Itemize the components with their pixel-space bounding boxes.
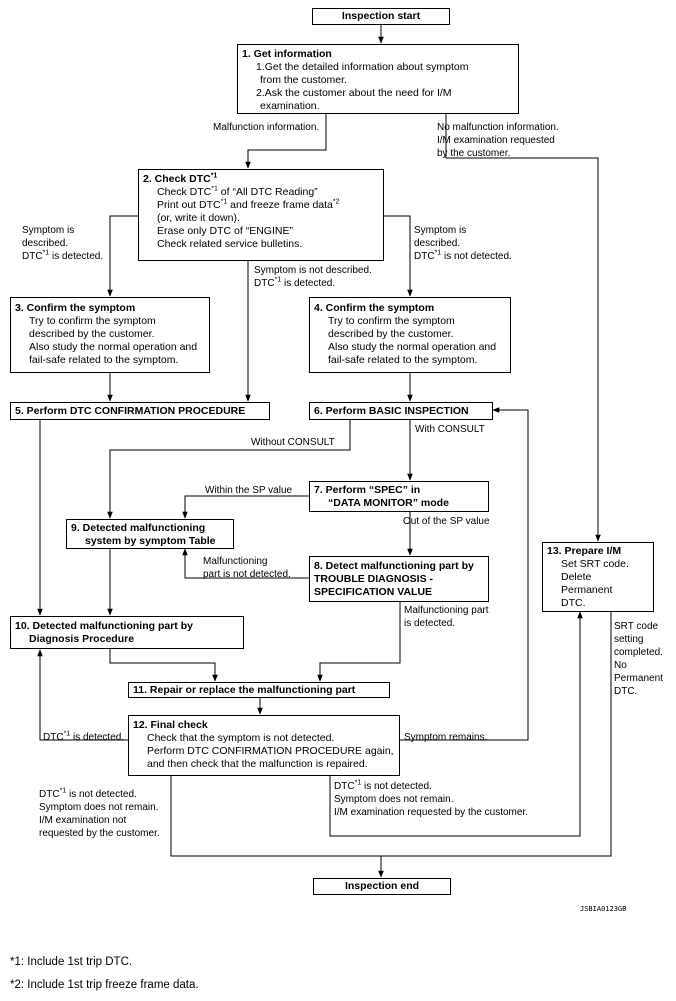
step6-title: 6. Perform BASIC INSPECTION xyxy=(314,405,469,417)
arrow-2-to-3 xyxy=(107,215,138,297)
step2-title: 2. Check DTC*1 xyxy=(143,172,218,186)
step13-box: 13. Prepare I/M Set SRT code. Delete Per… xyxy=(542,542,654,612)
step8-line1: 8. Detect malfunctioning part by xyxy=(314,560,474,572)
step1-box: 1. Get information 1.Get the detailed in… xyxy=(237,44,519,114)
step5-title: 5. Perform DTC CONFIRMATION PROCEDURE xyxy=(15,405,246,417)
step13-line2: Delete xyxy=(561,571,592,583)
label-symptom-described-right: Symptom is described. DTC*1 is not detec… xyxy=(414,225,512,262)
inspection-start-box: Inspection start xyxy=(312,8,450,25)
label-without-consult: Without CONSULT xyxy=(251,437,335,448)
arrow-1-to-2 xyxy=(245,114,327,169)
label-malf-not-detected: Malfunctioning part is not detected. xyxy=(203,556,291,580)
step1-line2: from the customer. xyxy=(260,74,347,86)
step3-line2: described by the customer. xyxy=(29,328,155,340)
arrow-13-to-end xyxy=(381,612,612,857)
step13-line1: Set SRT code. xyxy=(561,558,629,570)
step3-title: 3. Confirm the symptom xyxy=(15,302,136,314)
label-symptom-not-described: Symptom is not described. DTC*1 is detec… xyxy=(254,265,372,289)
step2-line5: Check related service bulletins. xyxy=(157,238,303,250)
step12-line3: and then check that the malfunction is r… xyxy=(147,758,368,770)
step9-box: 9. Detected malfunctioning system by sym… xyxy=(66,519,234,549)
step7-line1: 7. Perform “SPEC” in xyxy=(314,484,421,496)
step5-box: 5. Perform DTC CONFIRMATION PROCEDURE xyxy=(10,402,270,420)
step4-title: 4. Confirm the symptom xyxy=(314,302,435,314)
label-srt-completed: SRT code setting completed. No Permanent… xyxy=(614,621,663,697)
step12-line2: Perform DTC CONFIRMATION PROCEDURE again… xyxy=(147,745,394,757)
label-symptom-described-left: Symptom is described. DTC*1 is detected. xyxy=(22,225,104,262)
step6-box: 6. Perform BASIC INSPECTION xyxy=(309,402,493,420)
arrow-7-to-9 xyxy=(182,495,309,519)
step8-line3: SPECIFICATION VALUE xyxy=(314,586,433,598)
label-out-of-sp: Out of the SP value xyxy=(403,516,490,527)
arrow-12-to-13 xyxy=(329,611,583,837)
step2-line2: Print out DTC*1 and freeze frame data*2 xyxy=(157,198,340,212)
image-code: JSBIA0123GB xyxy=(580,905,627,913)
step3-box: 3. Confirm the symptom Try to confirm th… xyxy=(10,297,210,373)
step4-line4: fail-safe related to the symptom. xyxy=(328,354,478,366)
step8-box: 8. Detect malfunctioning part by TROUBLE… xyxy=(309,556,489,602)
step4-line2: described by the customer. xyxy=(328,328,454,340)
step3-line1: Try to confirm the symptom xyxy=(29,315,156,327)
arrow-12-to-6 xyxy=(400,407,529,741)
step13-line4: DTC. xyxy=(561,597,586,609)
step9-line1: 9. Detected malfunctioning xyxy=(71,522,206,534)
arrow-6-to-9 xyxy=(107,420,351,519)
label-malf-detected: Malfunctioning part is detected. xyxy=(404,605,489,629)
step1-title: 1. Get information xyxy=(242,48,332,60)
step2-box: 2. Check DTC*1 Check DTC*1 of “All DTC R… xyxy=(138,169,384,261)
step10-line2: Diagnosis Procedure xyxy=(29,633,135,645)
step1-line4: examination. xyxy=(260,100,320,112)
arrow-8-to-9 xyxy=(182,548,309,579)
step4-box: 4. Confirm the symptom Try to confirm th… xyxy=(309,297,511,373)
arrow-1-to-13 xyxy=(445,114,601,542)
step10-line1: 10. Detected malfunctioning part by xyxy=(15,620,193,632)
step2-line4: Erase only DTC of “ENGINE” xyxy=(157,225,293,237)
arrow-8-to-11 xyxy=(317,602,401,682)
label-malfunction-info: Malfunction information. xyxy=(213,122,320,133)
step2-line1: Check DTC*1 of “All DTC Reading” xyxy=(157,185,318,199)
footnote-2: *2: Include 1st trip freeze frame data. xyxy=(10,979,199,991)
arrow-12-to-end-left xyxy=(170,776,384,878)
label-no-malfunction: No malfunction information. I/M examinat… xyxy=(437,122,559,159)
step1-line1: 1.Get the detailed information about sym… xyxy=(256,61,469,73)
step1-line3: 2.Ask the customer about the need for I/… xyxy=(256,87,452,99)
arrow-10-to-11 xyxy=(109,649,218,682)
inspection-start-label: Inspection start xyxy=(341,10,421,22)
label-within-sp: Within the SP value xyxy=(205,485,293,496)
step2-line3: (or, write it down). xyxy=(157,212,240,224)
step11-box: 11. Repair or replace the malfunctioning… xyxy=(128,682,390,698)
step12-box: 12. Final check Check that the symptom i… xyxy=(128,715,400,776)
step12-title: 12. Final check xyxy=(133,719,208,731)
label-with-consult: With CONSULT xyxy=(415,424,485,435)
inspection-end-label: Inspection end xyxy=(344,880,420,892)
inspection-end-box: Inspection end xyxy=(313,878,451,895)
step3-line4: fail-safe related to the symptom. xyxy=(29,354,179,366)
step8-line2: TROUBLE DIAGNOSIS - xyxy=(314,573,434,585)
step11-title: 11. Repair or replace the malfunctioning… xyxy=(133,684,356,696)
arrow-2-to-4 xyxy=(384,215,413,297)
footnote-1: *1: Include 1st trip DTC. xyxy=(10,956,133,968)
arrow-12-to-10 xyxy=(37,649,128,741)
step4-line3: Also study the normal operation and xyxy=(328,341,497,353)
step12-line1: Check that the symptom is not detected. xyxy=(147,732,335,744)
label-end-left: DTC*1 is not detected. Symptom does not … xyxy=(39,787,160,839)
step7-box: 7. Perform “SPEC” in “DATA MONITOR” mode xyxy=(309,481,489,512)
step13-title: 13. Prepare I/M xyxy=(547,545,622,557)
step13-line3: Permanent xyxy=(561,584,613,596)
step9-line2: system by symptom Table xyxy=(85,535,216,547)
label-symptom-remains: Symptom remains. xyxy=(404,732,488,743)
step4-line1: Try to confirm the symptom xyxy=(328,315,455,327)
label-final-dtc-detected: DTC*1 is detected. xyxy=(43,730,125,743)
step10-box: 10. Detected malfunctioning part by Diag… xyxy=(10,616,244,649)
step3-line3: Also study the normal operation and xyxy=(29,341,198,353)
label-end-middle: DTC*1 is not detected. Symptom does not … xyxy=(334,779,528,818)
step7-line2: “DATA MONITOR” mode xyxy=(328,497,449,509)
